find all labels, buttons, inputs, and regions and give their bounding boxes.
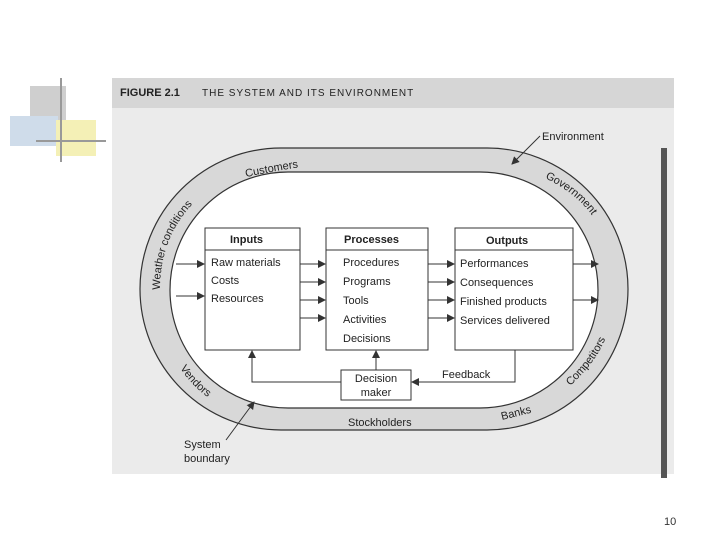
ring-label-stockholders: Stockholders — [348, 417, 412, 429]
system-boundary-line2: boundary — [184, 453, 230, 465]
feedback-arrow — [411, 350, 516, 386]
processes-item: Tools — [343, 295, 369, 307]
inputs-item: Costs — [211, 275, 240, 287]
decor-line-vertical — [60, 78, 62, 162]
decision-to-inputs-arrow — [248, 350, 341, 383]
system-boundary-arrow — [225, 401, 255, 441]
environment-label: Environment — [542, 131, 604, 143]
environment-arrow — [511, 135, 541, 165]
processes-title: Processes — [344, 234, 399, 246]
inputs-item: Resources — [211, 293, 264, 305]
outputs-title: Outputs — [486, 235, 528, 247]
figure-title: THE SYSTEM AND ITS ENVIRONMENT — [202, 88, 414, 99]
outputs-item: Services delivered — [460, 315, 550, 327]
page-number: 10 — [664, 516, 677, 528]
processes-item: Activities — [343, 314, 387, 326]
outputs-item: Finished products — [460, 296, 547, 308]
processes-box — [325, 227, 429, 351]
decision-maker-line2: maker — [361, 387, 392, 399]
feedback-label: Feedback — [442, 369, 491, 381]
decision-maker-box — [340, 369, 412, 401]
system-boundary-line1: System — [184, 439, 221, 451]
outputs-item: Consequences — [460, 277, 534, 289]
inputs-item: Raw materials — [211, 257, 281, 269]
outputs-box — [454, 227, 574, 351]
processes-item: Procedures — [343, 257, 400, 269]
figure-label: FIGURE 2.1 — [120, 87, 180, 99]
scan-edge-line — [661, 148, 667, 478]
decor-line-horizontal — [36, 140, 106, 142]
inputs-title: Inputs — [230, 234, 263, 246]
processes-item: Programs — [343, 276, 391, 288]
inputs-box — [204, 227, 301, 351]
figure-title-bar — [112, 78, 674, 108]
decision-maker-line1: Decision — [355, 373, 397, 385]
processes-item: Decisions — [343, 333, 391, 345]
outputs-item: Performances — [460, 258, 529, 270]
decor-square-yellow — [56, 120, 96, 156]
